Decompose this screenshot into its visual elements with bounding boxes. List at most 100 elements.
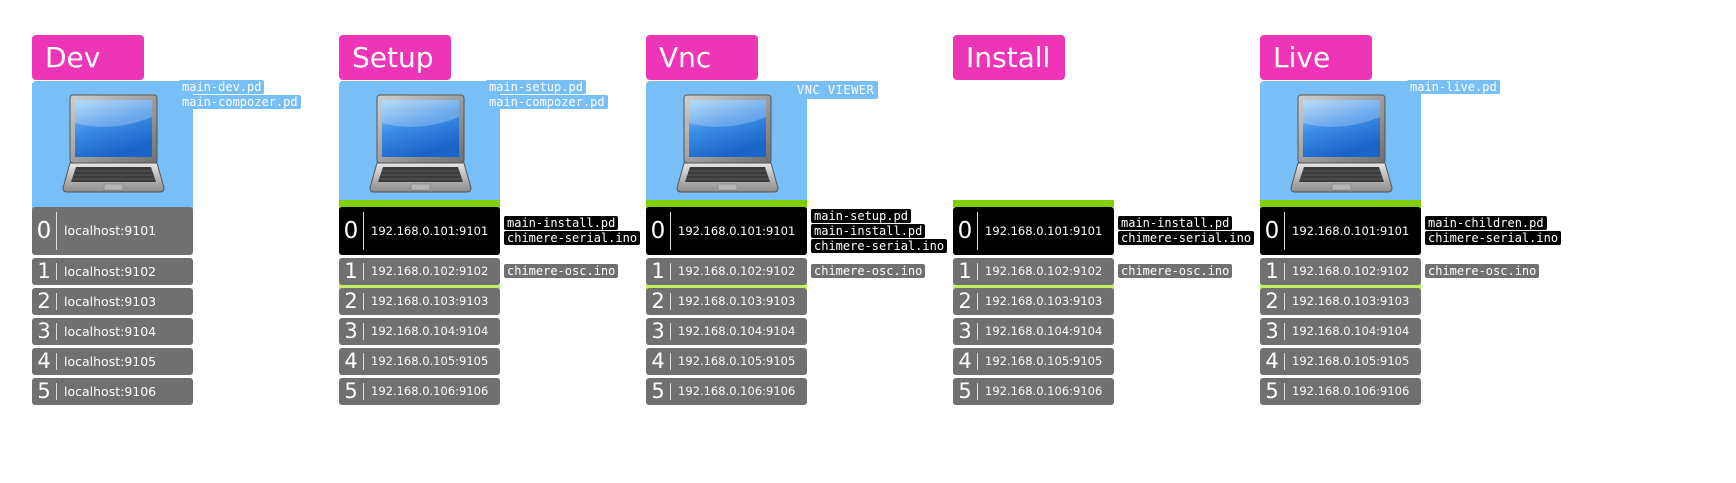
node-index: 5 bbox=[1265, 379, 1279, 403]
column-setup: Setup 192.168.0.100main-setup.pdmain-com… bbox=[339, 35, 669, 455]
node-address: localhost:9104 bbox=[64, 324, 157, 339]
file-tag: main-children.pd bbox=[1425, 216, 1547, 230]
node-row: 2 192.168.0.103:9103 bbox=[646, 288, 807, 315]
node-address: 192.168.0.103:9103 bbox=[678, 294, 796, 308]
file-tag: main-install.pd bbox=[1118, 216, 1233, 230]
node-index: 2 bbox=[651, 289, 665, 313]
node-row: 3 localhost:9104 bbox=[32, 318, 193, 345]
node-index: 5 bbox=[37, 379, 51, 403]
file-tag: chimere-osc.ino bbox=[504, 264, 619, 278]
node-address: 192.168.0.106:9106 bbox=[678, 384, 796, 398]
file-tag: main-install.pd bbox=[811, 223, 926, 238]
node-address: 192.168.0.104:9104 bbox=[678, 324, 796, 338]
node-row: 3 192.168.0.104:9104 bbox=[339, 318, 500, 345]
node-address: localhost:9106 bbox=[64, 384, 157, 399]
file-tag: chimere-serial.ino bbox=[1425, 231, 1562, 245]
serial-link-bar bbox=[339, 284, 500, 290]
node-address: 192.168.0.102:9102 bbox=[985, 264, 1103, 278]
node-address: 192.168.0.106:9106 bbox=[371, 384, 489, 398]
patch-tag: VNC VIEWER bbox=[793, 81, 879, 99]
node-index: 4 bbox=[651, 349, 665, 373]
column-title: Dev bbox=[32, 35, 144, 80]
node-index: 1 bbox=[37, 259, 51, 283]
network-link-bar bbox=[339, 200, 500, 207]
node-row: 5 192.168.0.106:9106 bbox=[953, 378, 1114, 405]
column-vnc: Vnc 192.168.0.100VNC VIEWER0192.168.0.10… bbox=[646, 35, 976, 455]
node-index: 5 bbox=[651, 379, 665, 403]
node-index: 2 bbox=[1265, 289, 1279, 313]
patch-tag: main-compozer.pd bbox=[486, 95, 608, 109]
node-address: 192.168.0.103:9103 bbox=[985, 294, 1103, 308]
host-patch-list: main-live.pd bbox=[1407, 80, 1500, 95]
file-tag: chimere-osc.ino bbox=[1118, 264, 1233, 278]
node-address: 192.168.0.103:9103 bbox=[1292, 294, 1410, 308]
node-index: 3 bbox=[37, 319, 51, 343]
node-index: 1 bbox=[1265, 259, 1279, 283]
node-index: 0 bbox=[36, 218, 52, 244]
node-index: 5 bbox=[958, 379, 972, 403]
patch-tag: main-live.pd bbox=[1407, 80, 1500, 94]
network-link-bar bbox=[646, 200, 807, 207]
node-row: 2 192.168.0.103:9103 bbox=[1260, 288, 1421, 315]
file-tag: chimere-serial.ino bbox=[504, 231, 641, 245]
node-address: 192.168.0.106:9106 bbox=[985, 384, 1103, 398]
node-row: 5 192.168.0.106:9106 bbox=[339, 378, 500, 405]
patch-tag: main-setup.pd bbox=[486, 80, 586, 94]
node-row: 5 192.168.0.106:9106 bbox=[646, 378, 807, 405]
node-address: 192.168.0.105:9105 bbox=[1292, 354, 1410, 368]
node-index: 0 bbox=[957, 218, 973, 244]
node-row: 1 192.168.0.102:9102 bbox=[1260, 258, 1421, 285]
host-computer: localhost:9000 bbox=[32, 81, 193, 227]
node-address: 192.168.0.104:9104 bbox=[371, 324, 489, 338]
node-index: 4 bbox=[344, 349, 358, 373]
laptop-icon bbox=[62, 94, 165, 193]
patch-tag: main-compozer.pd bbox=[179, 95, 301, 109]
node-address: 192.168.0.106:9106 bbox=[1292, 384, 1410, 398]
column-dev: Dev localhost:9000main-dev.pdmain-compoz… bbox=[32, 35, 362, 455]
node-index: 2 bbox=[37, 289, 51, 313]
node-address: 192.168.0.104:9104 bbox=[985, 324, 1103, 338]
node-address: localhost:9105 bbox=[64, 354, 157, 369]
node-file-list: chimere-osc.ino bbox=[811, 264, 926, 279]
serial-link-bar bbox=[953, 284, 1114, 290]
node-address: 192.168.0.101:9101 bbox=[985, 224, 1103, 238]
node-index: 2 bbox=[344, 289, 358, 313]
laptop-icon bbox=[1290, 94, 1393, 193]
laptop-icon bbox=[676, 94, 779, 193]
column-title: Live bbox=[1260, 35, 1372, 80]
serial-link-bar bbox=[646, 284, 807, 290]
laptop-icon bbox=[369, 94, 472, 193]
node-index: 3 bbox=[344, 319, 358, 343]
file-tag: chimere-serial.ino bbox=[1118, 231, 1255, 245]
node-address: 192.168.0.102:9102 bbox=[1292, 264, 1410, 278]
node-file-list: chimere-osc.ino bbox=[1425, 264, 1540, 279]
file-tag: main-setup.pd bbox=[811, 208, 911, 223]
node-address: 192.168.0.102:9102 bbox=[678, 264, 796, 278]
node-address: 192.168.0.101:9101 bbox=[1292, 224, 1410, 238]
patch-tag: main-dev.pd bbox=[179, 80, 265, 94]
node-index: 5 bbox=[344, 379, 358, 403]
node-address: 192.168.0.101:9101 bbox=[371, 224, 489, 238]
node-row: 5 localhost:9106 bbox=[32, 378, 193, 405]
node-address: localhost:9102 bbox=[64, 264, 157, 279]
node-row: 4 192.168.0.105:9105 bbox=[646, 348, 807, 375]
node-row: 4 192.168.0.105:9105 bbox=[339, 348, 500, 375]
node-index: 3 bbox=[1265, 319, 1279, 343]
node-index: 1 bbox=[344, 259, 358, 283]
file-tag: chimere-osc.ino bbox=[1425, 264, 1540, 278]
node-address: 192.168.0.105:9105 bbox=[371, 354, 489, 368]
serial-link-bar bbox=[1260, 284, 1421, 290]
node-address: 192.168.0.105:9105 bbox=[678, 354, 796, 368]
